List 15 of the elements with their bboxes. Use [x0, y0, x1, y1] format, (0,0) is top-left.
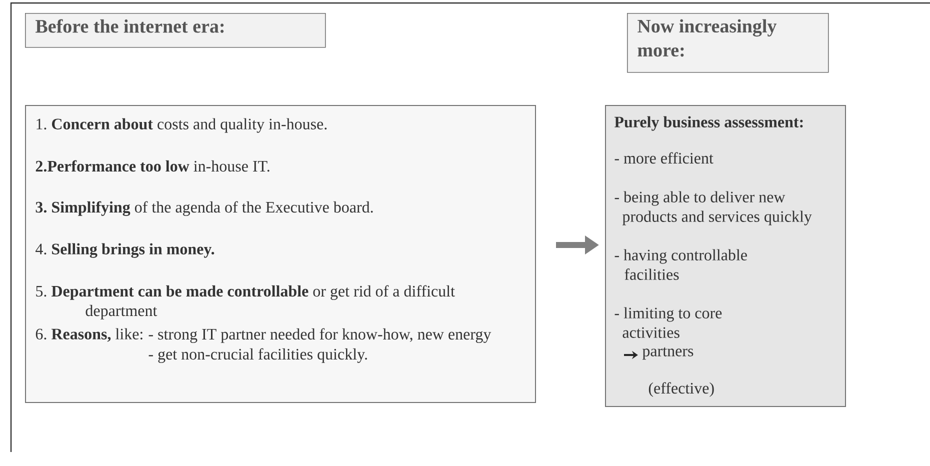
list-item: 1. Concern about costs and quality in-house. [36, 118, 327, 133]
list-item: - more efficient [614, 152, 714, 164]
header-box: Now increasingly more: [627, 13, 829, 73]
list-item: (effective) [648, 382, 714, 397]
list-item: partners [642, 347, 694, 360]
list-item: - get non-crucial facilities quickly. [148, 348, 367, 363]
list-item: - strong IT partner needed for know-how, new energy [148, 328, 492, 343]
list-item: - being able to deliver new products and services quickly [614, 191, 812, 226]
heading: Purely business assessment: [614, 116, 803, 131]
list-item: 4. Selling brings in money. [36, 243, 214, 258]
header-box: Before the internet era: [25, 13, 326, 48]
list-item: 6. Reasons, like: [36, 328, 142, 342]
list-item: 3. Simplifying of the agenda of the Executive board. [36, 201, 373, 216]
list-item: - having controllable facilities [614, 249, 747, 280]
list-item: 2.Performance too low in-house IT. [36, 160, 270, 172]
